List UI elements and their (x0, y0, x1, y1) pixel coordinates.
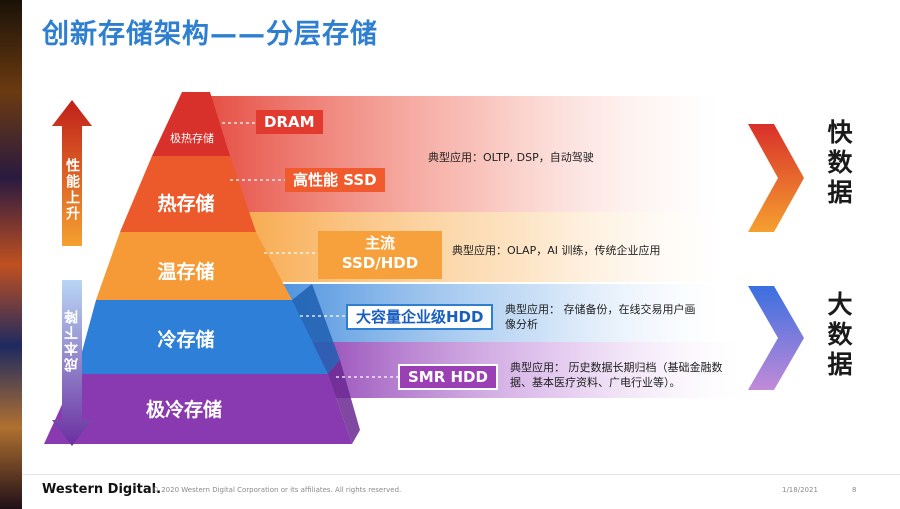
big-data-label: 大数据 (827, 290, 853, 379)
use-case-frozen: 典型应用： 历史数据长期归档（基础金融数据、基本医疗资料、广电行业等）。 (510, 361, 723, 389)
tier-cold (76, 300, 328, 374)
media-tag-smr-hdd: SMR HDD (398, 364, 498, 390)
cost-down-label: 成本下降 (64, 308, 80, 372)
performance-up-label: 性能上升 (64, 158, 80, 222)
slide-title: 创新存储架构——分层存储 (42, 19, 378, 50)
tier-label-hot: 热存储 (157, 192, 214, 215)
media-tag-mainstream: 主流 SSD/HDD (318, 231, 442, 279)
decorative-art-strip (0, 0, 22, 509)
use-case-warm: 典型应用：OLAP，AI 训练，传统企业应用 (452, 244, 661, 257)
footer-page-number: 8 (852, 486, 857, 494)
use-case-hot: 典型应用：OLTP, DSP，自动驾驶 (428, 151, 594, 164)
tier-label-warm: 温存储 (157, 260, 214, 283)
footer-divider (22, 474, 900, 475)
tier-label-frozen: 极冷存储 (146, 398, 222, 421)
tier-frozen-side (328, 360, 360, 444)
tier-label-extreme-hot: 极热存储 (170, 131, 214, 145)
media-tag-mainstream-line2: SSD/HDD (341, 254, 419, 272)
media-tag-enterprise-hdd: 大容量企业级HDD (346, 304, 494, 330)
use-case-cold: 典型应用： 存储备份，在线交易用户画像分析 (505, 303, 696, 331)
tier-frozen (44, 374, 352, 444)
fast-data-chevron-icon (748, 124, 804, 232)
footer-date: 1/18/2021 (782, 486, 818, 494)
performance-up-arrow (52, 100, 92, 246)
tier-extreme-hot (152, 92, 230, 156)
media-tag-ssd: 高性能 SSD (285, 168, 385, 192)
media-tag-dram: DRAM (256, 110, 323, 134)
big-data-chevron-icon (748, 286, 804, 390)
tier-warm (96, 232, 292, 300)
cost-down-arrow (52, 280, 92, 446)
tier-label-cold: 冷存储 (157, 328, 214, 351)
fast-data-label: 快数据 (827, 118, 853, 207)
media-tag-mainstream-line1: 主流 (364, 234, 395, 252)
company-logo: Western Digital. (42, 482, 162, 497)
tier-cold-side (292, 284, 340, 374)
tier-hot (120, 156, 256, 232)
footer-copyright: © 2020 Western Digital Corporation or it… (152, 486, 402, 494)
